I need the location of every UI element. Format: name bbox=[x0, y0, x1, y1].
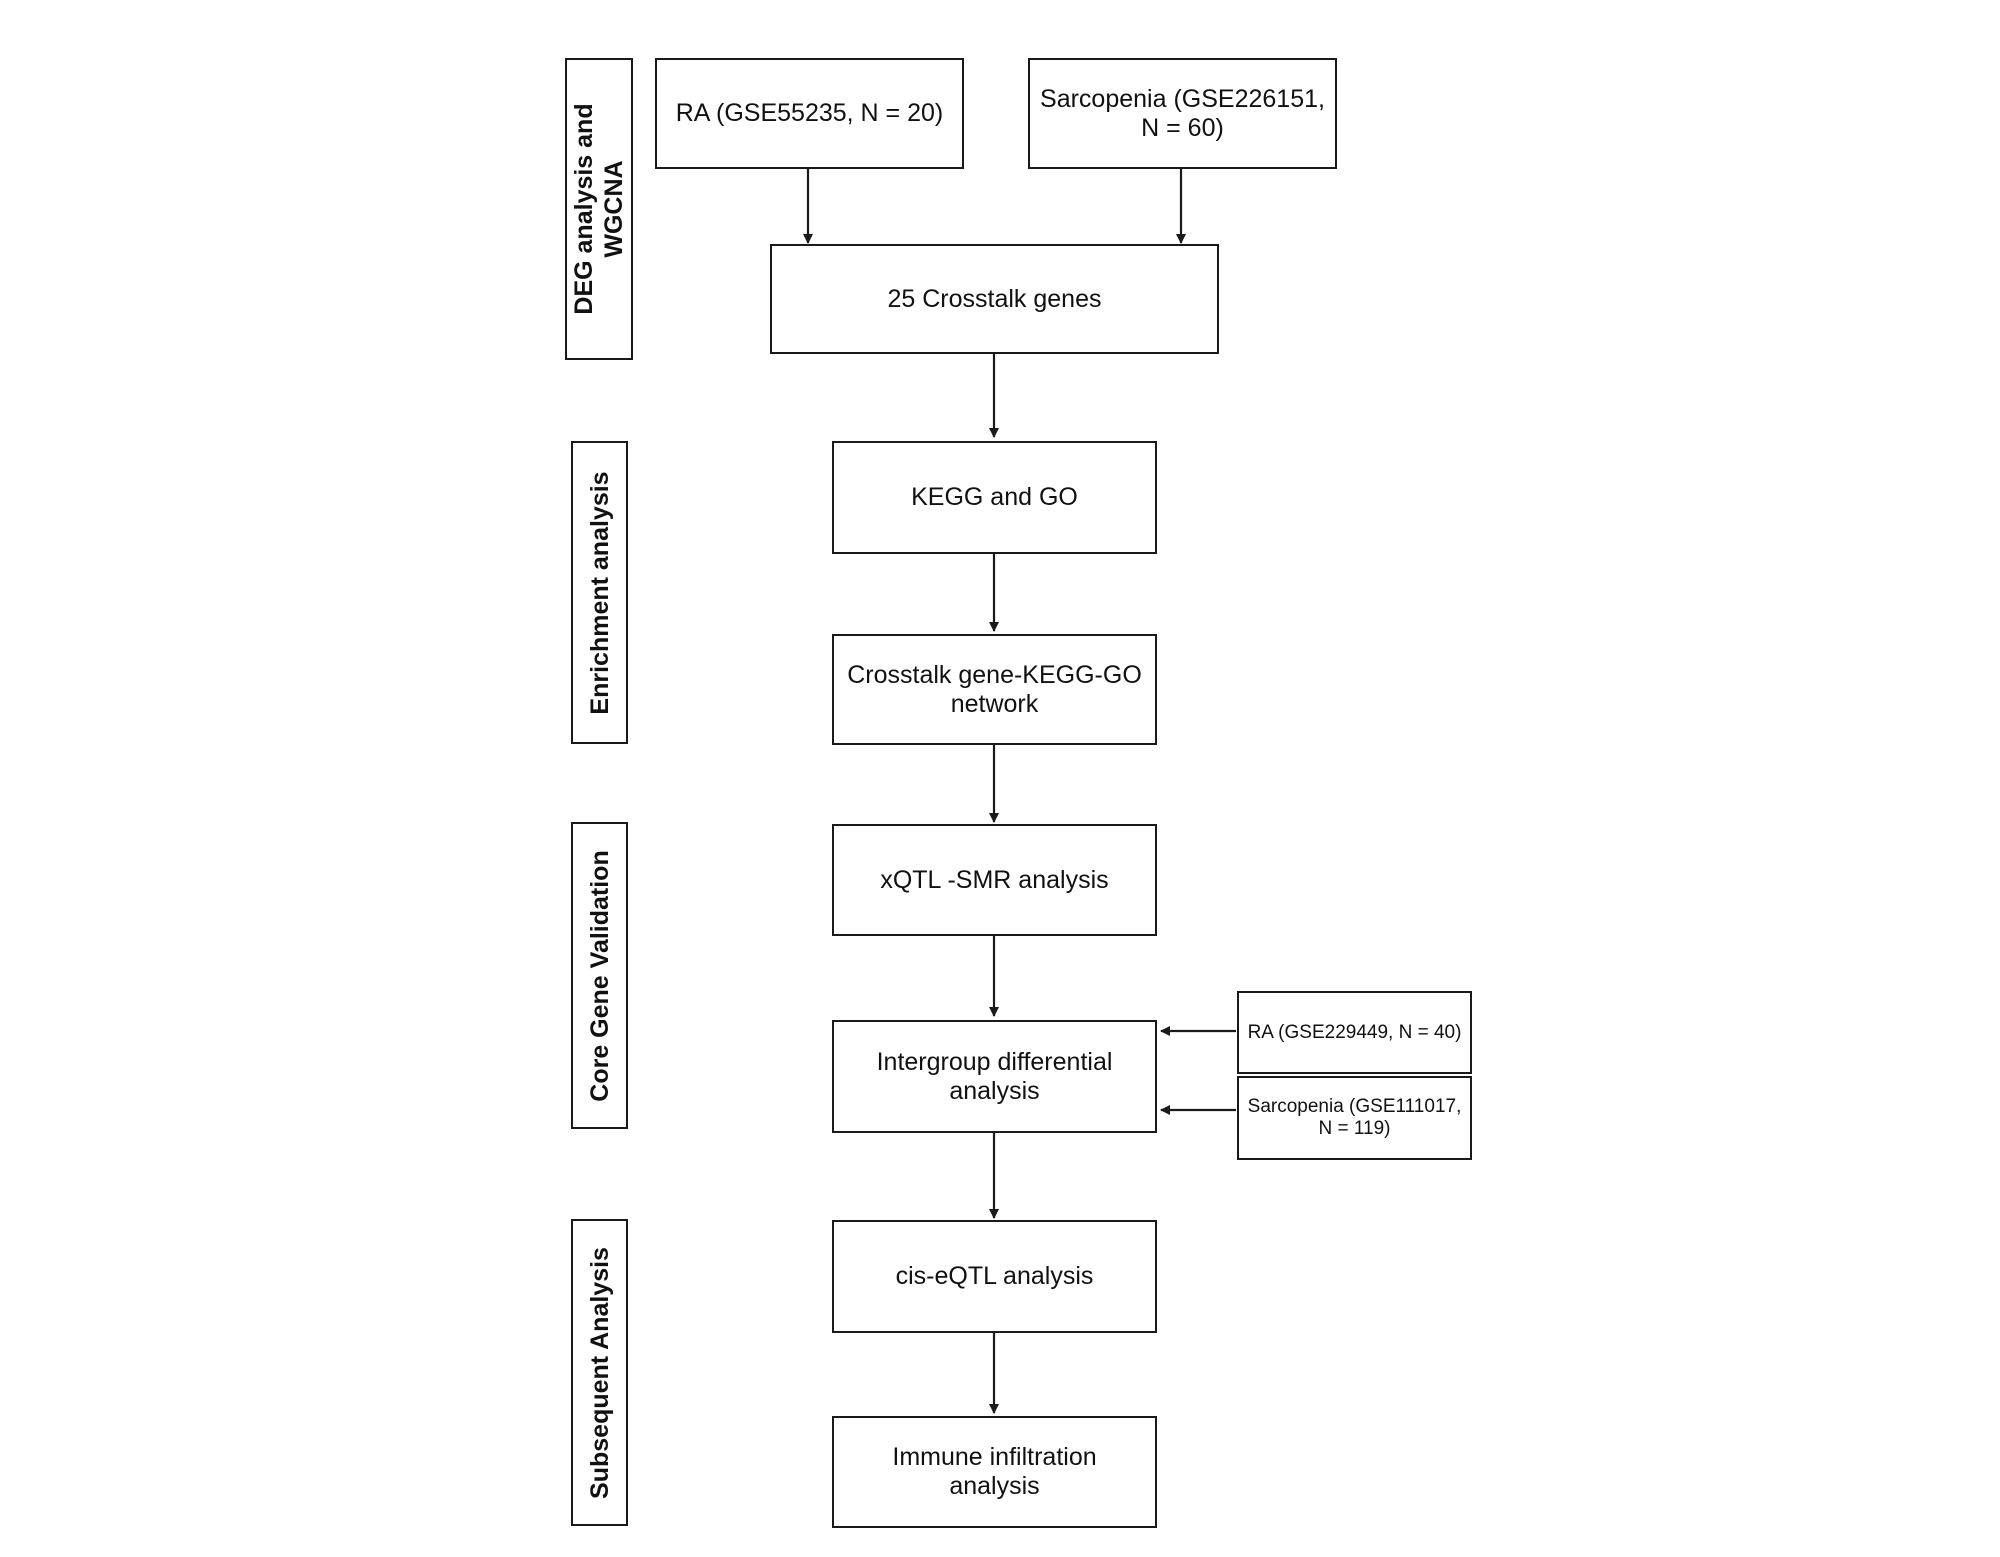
stage-enrichment-analysis: Enrichment analysis bbox=[571, 441, 628, 744]
node-crosstalk-genes: 25 Crosstalk genes bbox=[770, 244, 1219, 354]
node-network: Crosstalk gene-KEGG-GO network bbox=[832, 634, 1157, 745]
node-cis-eqtl: cis-eQTL analysis bbox=[832, 1220, 1157, 1333]
node-intergroup: Intergroup differential analysis bbox=[832, 1020, 1157, 1133]
node-ra-input: RA (GSE55235, N = 20) bbox=[655, 58, 964, 169]
node-sarcopenia-validation: Sarcopenia (GSE111017, N = 119) bbox=[1237, 1076, 1472, 1160]
stage-deg-analysis-wgcna: DEG analysis and WGCNA bbox=[565, 58, 633, 360]
node-sarcopenia-input: Sarcopenia (GSE226151, N = 60) bbox=[1028, 58, 1337, 169]
stage-subsequent-analysis: Subsequent Analysis bbox=[571, 1219, 628, 1526]
node-ra-validation: RA (GSE229449, N = 40) bbox=[1237, 991, 1472, 1074]
stage-core-gene-validation: Core Gene Validation bbox=[571, 822, 628, 1129]
node-immune-infiltration: Immune infiltration analysis bbox=[832, 1416, 1157, 1528]
node-kegg-go: KEGG and GO bbox=[832, 441, 1157, 554]
node-xqtl-smr: xQTL -SMR analysis bbox=[832, 824, 1157, 936]
